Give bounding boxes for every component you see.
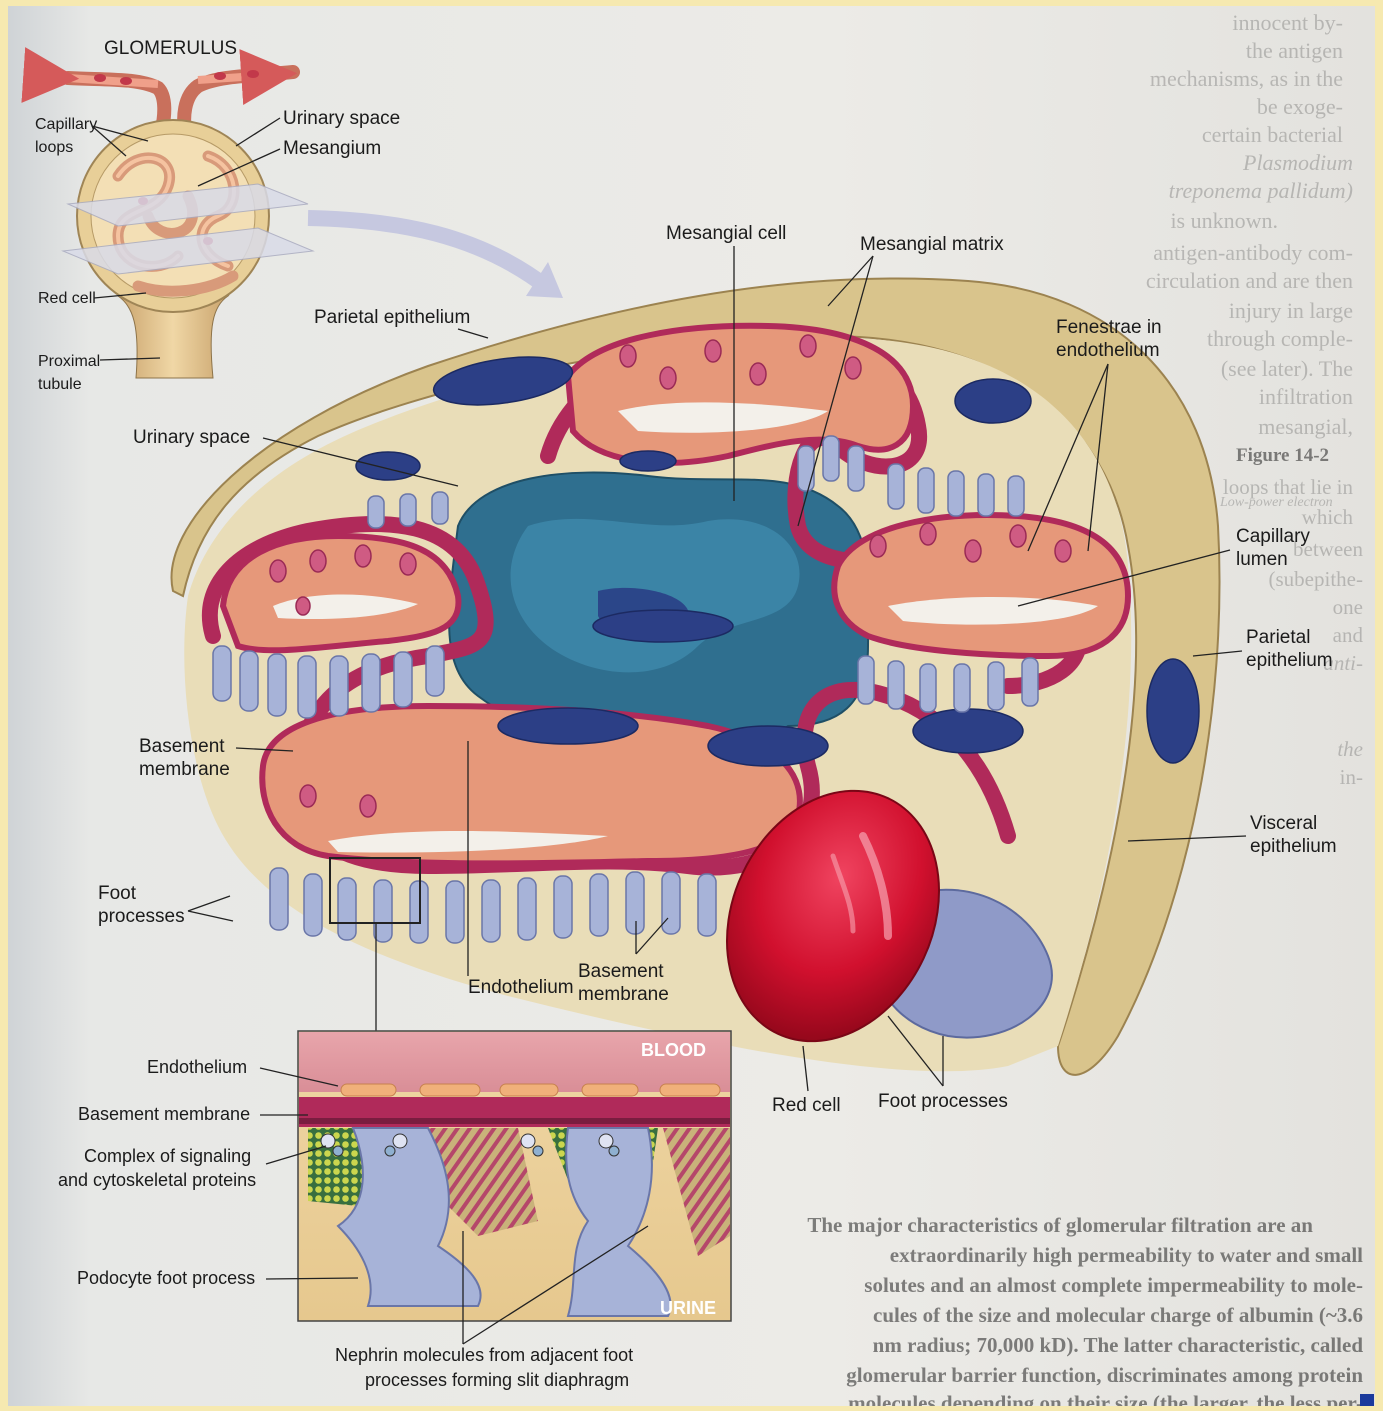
bg-line: The major characteristics of glomerular … [807,1213,1313,1237]
label-foot-processes-left: processes [98,906,185,927]
glomerulus-inset: GLOMERULUS Ca [35,38,563,393]
label-urinary-space-inset: Urinary space [283,108,400,129]
label-fenestrae: endothelium [1056,340,1160,361]
label-complex: Complex of signaling [84,1146,251,1166]
parietal-cell-nucleus [1147,659,1199,763]
bg-line: is unknown. [1170,208,1278,233]
inset-title: GLOMERULUS [104,38,237,59]
label-parietal-epithelium-right: Parietal [1246,627,1310,648]
bg-line: and [1333,623,1364,647]
label-proximal-tubule: tubule [38,376,82,393]
label-detail-endothelium: Endothelium [147,1057,247,1077]
bg-line: Plasmodium [1242,150,1353,175]
capillary-loop-top [568,326,913,463]
mesangial-nucleus [593,610,733,642]
label-foot-processes-left: Foot [98,883,137,904]
label-red-cell: Red cell [772,1095,841,1116]
capillary-loop-left [223,536,458,650]
label-nephrin: Nephrin molecules from adjacent foot [335,1345,633,1365]
label-red-cell-inset: Red cell [38,290,96,307]
label-fenestrae: Fenestrae in [1056,317,1162,338]
bg-line: cules of the size and molecular charge o… [873,1303,1363,1327]
main-cross-section: Mesangial cell Mesangial matrix Parietal… [98,223,1337,1116]
bg-line: antigen-antibody com- [1153,240,1353,265]
label-basement-membrane-bottom: Basement [578,961,664,982]
label-parietal-epithelium-top: Parietal epithelium [314,307,470,328]
label-mesangium: Mesangium [283,138,381,159]
label-basement-membrane-bottom: membrane [578,984,669,1005]
label-blood: BLOOD [641,1040,706,1060]
bg-line: molecules depending on their size (the l… [848,1391,1363,1406]
bg-figure-ref: Figure 14-2 [1236,445,1329,466]
bg-line: the antigen [1246,38,1343,63]
bg-line: certain bacterial [1202,122,1343,147]
label-basement-membrane: membrane [139,759,230,780]
label-mesangial-matrix: Mesangial matrix [860,234,1004,255]
bg-line: be exoge- [1257,94,1343,119]
mesangial-nucleus [498,708,638,744]
bg-line: the [1337,737,1363,761]
bg-line: glomerular barrier function, discriminat… [846,1363,1363,1387]
endothelial-nucleus [620,451,676,471]
bg-line: (see later). The [1221,356,1353,381]
bg-line: injury in large [1229,298,1353,323]
visceral-cell-nucleus [913,709,1023,753]
bg-line: through comple- [1207,326,1353,351]
bg-line: solutes and an almost complete impermeab… [864,1273,1363,1297]
bg-line: one [1333,595,1363,619]
label-mesangial-cell: Mesangial cell [666,223,786,244]
bg-line: loops that lie in [1223,475,1354,499]
label-capillary-lumen: Capillary [1236,526,1310,547]
zoom-arrow-shaft [308,218,548,288]
bg-line: extraordinarily high permeability to wat… [890,1243,1363,1267]
label-proximal-tubule: Proximal [38,353,100,370]
label-endothelium: Endothelium [468,977,574,998]
label-complex: and cytoskeletal proteins [58,1170,256,1190]
label-parietal-epithelium-right: epithelium [1246,650,1333,671]
end-mark-icon [1360,1394,1374,1406]
glomerulus-diagram: innocent by- the antigen mechanisms, as … [8,6,1375,1406]
parietal-cell-nucleus [356,452,420,480]
slit-diaphragm-detail: BLOOD URINE Endothelium Basement membran… [58,1031,731,1390]
label-foot-processes-bottom: Foot processes [878,1091,1008,1112]
textbook-page: innocent by- the antigen mechanisms, as … [8,6,1375,1406]
parietal-cell-nucleus [955,379,1031,423]
label-visceral-epithelium: epithelium [1250,836,1337,857]
label-capillary-lumen: lumen [1236,549,1288,570]
label-urine: URINE [660,1298,716,1318]
bg-line: nm radius; 70,000 kD). The latter charac… [873,1333,1364,1357]
bg-line: in- [1340,765,1363,789]
bg-line: mechanisms, as in the [1150,66,1343,91]
label-urinary-space: Urinary space [133,427,250,448]
bg-line: circulation and are then [1146,268,1353,293]
mesangial-nucleus [708,726,828,766]
label-capillary-loops: loops [35,139,73,156]
label-detail-basement-membrane: Basement membrane [78,1104,250,1124]
bg-line: innocent by- [1232,10,1343,35]
label-podocyte: Podocyte foot process [77,1268,255,1288]
label-basement-membrane: Basement [139,736,225,757]
label-nephrin: processes forming slit diaphragm [365,1370,629,1390]
label-capillary-loops: Capillary [35,116,97,133]
bg-line: mesangial, [1258,414,1353,439]
label-visceral-epithelium: Visceral [1250,813,1317,834]
bg-line: (subepithe- [1269,567,1363,591]
bg-line: treponema pallidum) [1169,178,1353,203]
bg-line: infiltration [1259,384,1353,409]
